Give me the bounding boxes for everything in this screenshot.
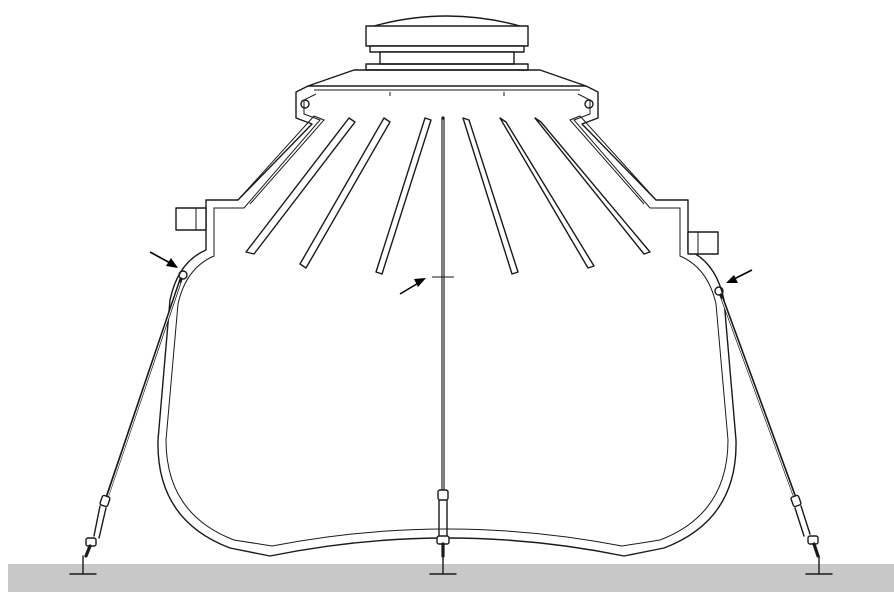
rib-slot bbox=[375, 117, 432, 275]
rib-slot bbox=[499, 117, 595, 269]
rib-slot bbox=[462, 117, 519, 275]
rib-slot bbox=[245, 117, 356, 255]
turnbuckle-right bbox=[790, 494, 820, 558]
hold-down-strap-left bbox=[104, 277, 183, 502]
ground-slab bbox=[8, 564, 894, 592]
ground-anchor-left bbox=[69, 555, 97, 575]
pointer-arrow-center bbox=[399, 278, 426, 295]
lifting-lug-right bbox=[584, 99, 594, 109]
center-strap bbox=[432, 116, 454, 494]
lifting-lug-left bbox=[300, 99, 310, 109]
strap-anchor-point-right bbox=[714, 286, 724, 296]
pointer-arrow-left bbox=[149, 251, 178, 268]
turnbuckle-center bbox=[436, 489, 450, 558]
ground-anchor-center bbox=[429, 555, 457, 575]
hold-down-strap-right bbox=[719, 293, 798, 502]
tank-neck bbox=[307, 63, 587, 91]
manhole-cover bbox=[365, 15, 529, 65]
rib-slot bbox=[299, 117, 391, 269]
tank-inner-shell bbox=[165, 93, 729, 547]
pointer-arrow-right bbox=[726, 269, 753, 283]
inlet-left bbox=[175, 207, 207, 231]
turnbuckle-left bbox=[84, 494, 111, 558]
outlet-right bbox=[687, 231, 719, 255]
rib-slots bbox=[245, 92, 651, 275]
ground-anchor-right bbox=[805, 555, 833, 575]
strap-anchor-point-left bbox=[178, 270, 188, 280]
tank-body bbox=[157, 85, 737, 557]
rib-slot bbox=[534, 117, 651, 255]
